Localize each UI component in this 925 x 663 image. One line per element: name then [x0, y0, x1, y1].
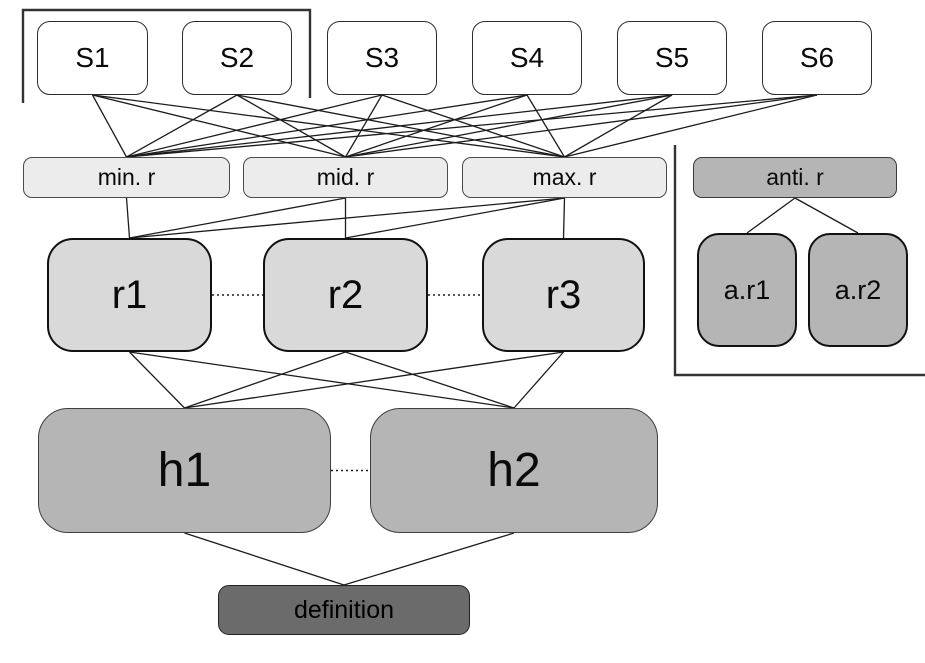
- edge-line: [795, 198, 858, 233]
- node-r2: r2: [263, 238, 428, 352]
- node-s5: S5: [617, 21, 727, 95]
- edge-line: [127, 95, 818, 157]
- node-a-r2: a.r2: [808, 233, 908, 347]
- edge-line: [346, 95, 383, 157]
- edge-line: [527, 95, 565, 157]
- node-s3: S3: [327, 21, 437, 95]
- node-s2: S2: [182, 21, 292, 95]
- edge-line: [346, 198, 565, 238]
- edge-line: [565, 95, 818, 157]
- edge-line: [514, 352, 564, 408]
- node-a-r1: a.r1: [697, 233, 797, 347]
- edge-line: [93, 95, 346, 157]
- edge-line: [93, 95, 127, 157]
- edge-line: [130, 198, 565, 238]
- edge-line: [747, 198, 795, 233]
- node-s1: S1: [37, 21, 148, 95]
- node-anti-r: anti. r: [693, 157, 897, 198]
- node-min-r: min. r: [23, 157, 230, 198]
- edge-line: [564, 198, 565, 238]
- node-s6: S6: [762, 21, 872, 95]
- edge-line: [344, 533, 514, 585]
- node-mid-r: mid. r: [243, 157, 448, 198]
- edge-line: [130, 198, 346, 238]
- node-s4: S4: [472, 21, 582, 95]
- edge-line: [185, 533, 345, 585]
- node-r3: r3: [482, 238, 645, 352]
- node-max-r: max. r: [462, 157, 667, 198]
- edge-line: [127, 95, 673, 157]
- node-definition: definition: [218, 585, 470, 635]
- node-h1: h1: [38, 408, 331, 533]
- edge-line: [185, 352, 564, 408]
- edge-line: [127, 198, 130, 238]
- node-h2: h2: [370, 408, 658, 533]
- edge-line: [130, 352, 185, 408]
- node-r1: r1: [47, 238, 212, 352]
- edge-line: [346, 95, 528, 157]
